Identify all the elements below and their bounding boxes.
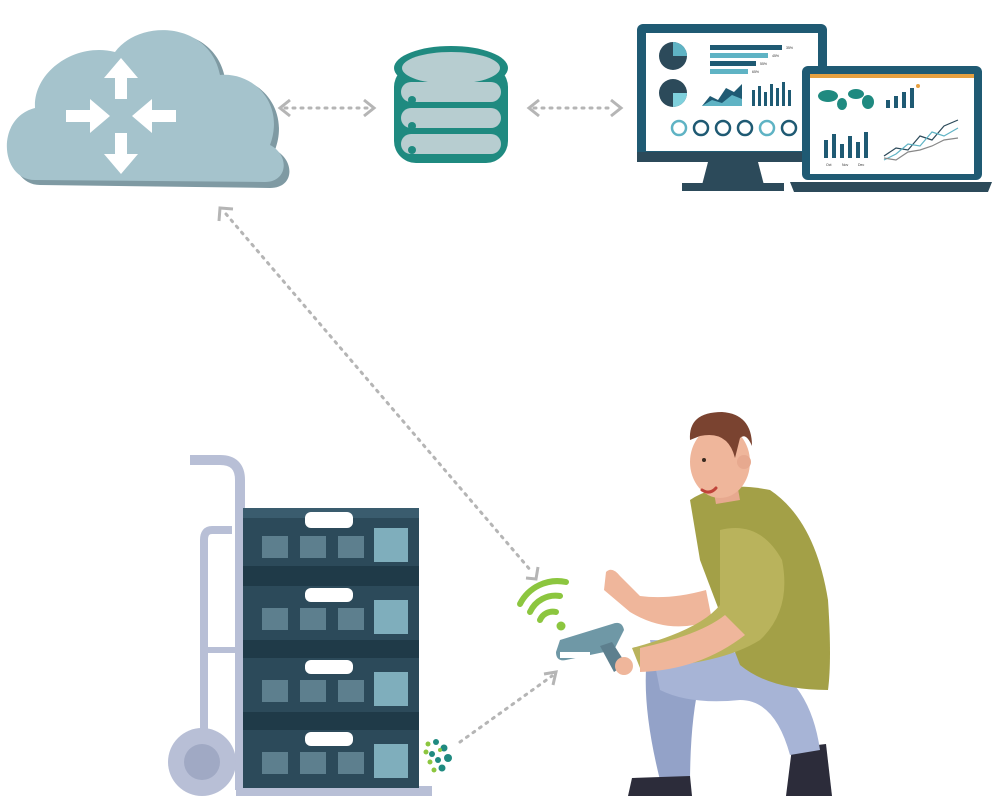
arrowhead-icon [543, 670, 558, 686]
month-label: Oct [826, 163, 831, 167]
wifi-signal-icon [517, 578, 569, 631]
bar-percent: 65% [752, 70, 759, 74]
month-label: Dec [858, 163, 864, 167]
laptop: Oct Nov Dec [790, 66, 992, 192]
bar-percent: 35% [786, 46, 793, 50]
hand-truck-boxes-icon [168, 455, 432, 796]
connector-database-dashboard [526, 98, 624, 118]
server-box [243, 586, 419, 658]
desktop-monitor: 35% 45% 55% 65% [637, 24, 827, 191]
connector-cloud-database [277, 98, 377, 118]
arrowhead-icon [610, 98, 624, 118]
connector-tag-scanner [458, 670, 558, 744]
worker-illustration [604, 412, 832, 796]
server-box [243, 658, 419, 730]
bar-percent: 45% [772, 54, 779, 58]
server-box [243, 508, 419, 586]
arrowhead-icon [277, 98, 291, 118]
rfid-tag-icon [423, 739, 452, 773]
database-icon [394, 46, 508, 163]
dashboard-screens-icon: 35% 45% 55% 65% [637, 24, 992, 192]
month-label: Nov [842, 163, 848, 167]
arrowhead-icon [526, 98, 540, 118]
arrowhead-icon [525, 566, 540, 581]
cloud-router-icon [6, 30, 290, 188]
server-box [243, 730, 419, 788]
arrowhead-icon [217, 206, 234, 222]
barcode-scanner-icon [556, 622, 633, 675]
arrowhead-icon [363, 98, 377, 118]
connector-cloud-scanner [217, 206, 540, 581]
bar-percent: 55% [760, 62, 767, 66]
